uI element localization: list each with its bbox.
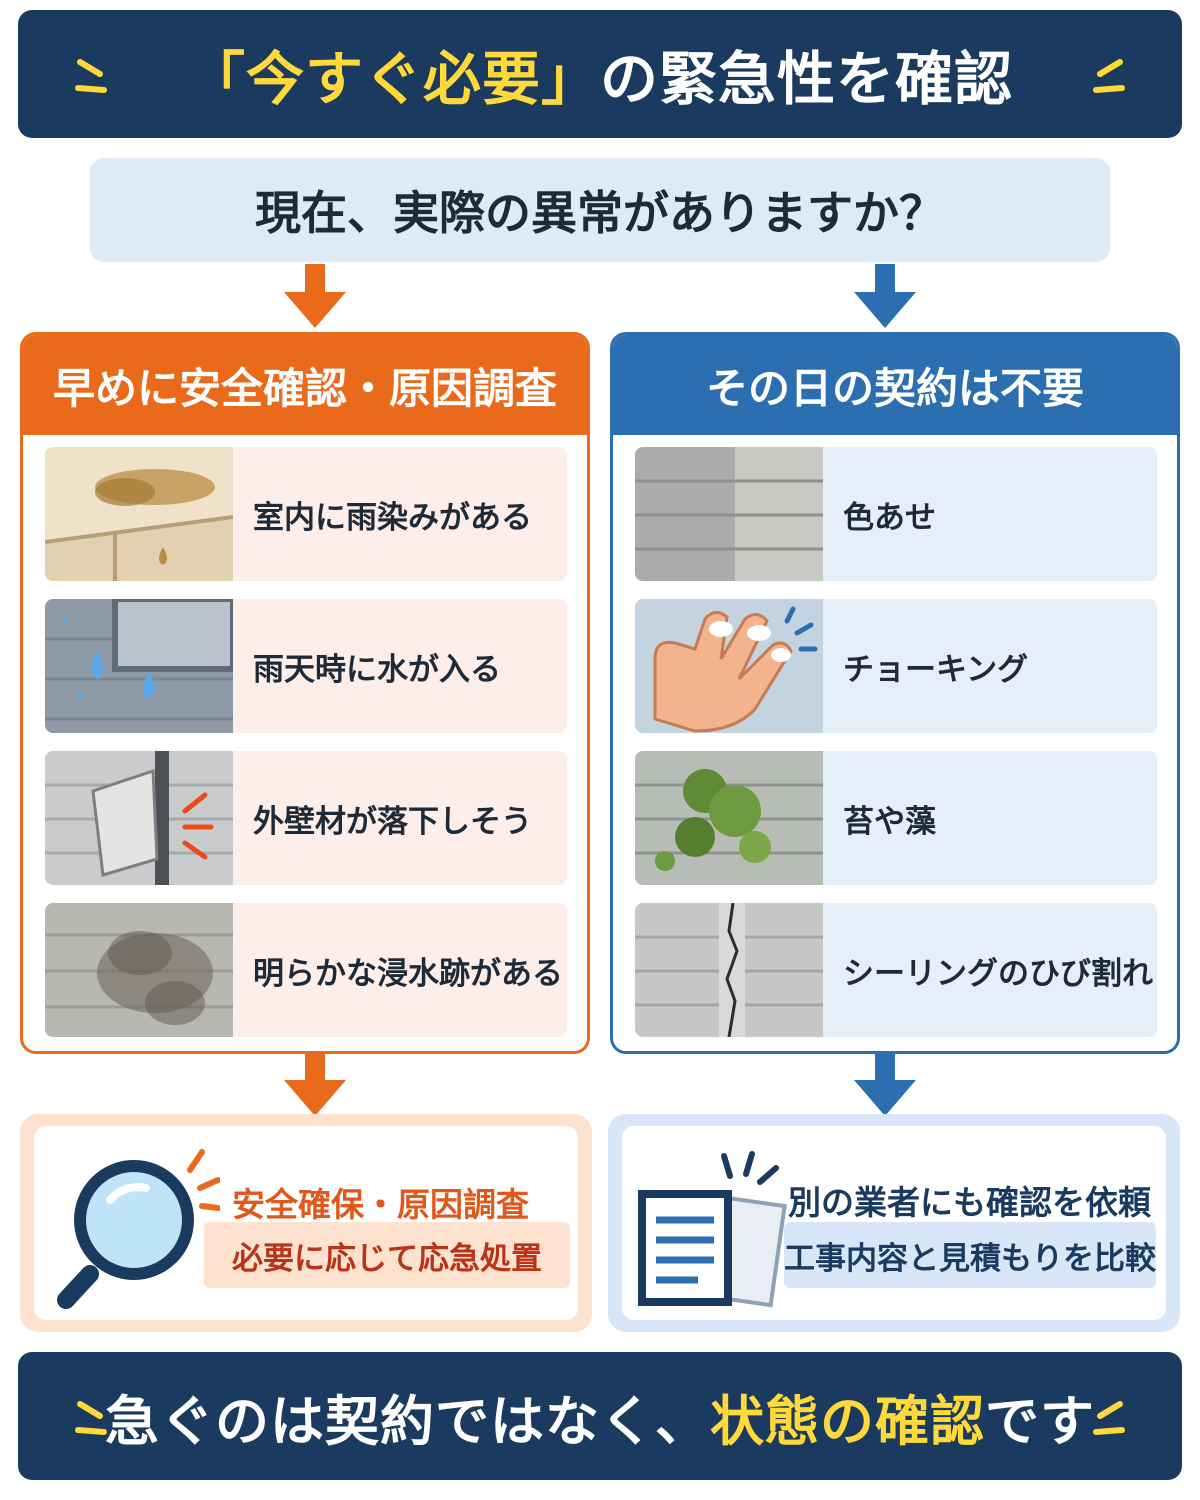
magnifier-icon bbox=[57, 1149, 220, 1309]
right-sparkle-icon bbox=[1093, 59, 1125, 93]
item-label: 室内に雨染みがある bbox=[253, 499, 532, 536]
urgent-result-line1: 安全確保・原因調査 bbox=[232, 1185, 529, 1224]
title-quote: 「今すぐ必要」 bbox=[186, 45, 600, 113]
left-sparkle-icon bbox=[75, 59, 107, 93]
footer-text-before: 急ぐのは契約ではなく、 bbox=[105, 1389, 710, 1453]
water-stain-icon bbox=[45, 903, 233, 1037]
left-sparkle-icon bbox=[75, 1401, 107, 1435]
list-item: 外壁材が落下しそう bbox=[45, 751, 567, 885]
not-urgent-result-box: 別の業者にも確認を依頼 工事内容と見積もりを比較 bbox=[608, 1114, 1180, 1332]
left-down-arrow-icon bbox=[284, 264, 346, 328]
footer-text-after: です bbox=[985, 1389, 1095, 1453]
list-item: 室内に雨染みがある bbox=[45, 447, 567, 581]
footer-highlight: 状態の確認 bbox=[710, 1389, 985, 1453]
list-item: チョーキング bbox=[635, 599, 1157, 733]
not-urgent-result-line2: 工事内容と見積もりを比較 bbox=[784, 1222, 1156, 1288]
not-urgent-result-line1: 別の業者にも確認を依頼 bbox=[788, 1183, 1151, 1222]
not-urgent-column-heading: その日の契約は不要 bbox=[613, 335, 1177, 435]
window-leak-icon bbox=[45, 599, 233, 733]
urgent-result-line2: 必要に応じて応急処置 bbox=[204, 1222, 570, 1288]
item-label: チョーキング bbox=[843, 651, 1029, 688]
list-item: 色あせ bbox=[635, 447, 1157, 581]
urgent-column-heading: 早めに安全確認・原因調査 bbox=[23, 335, 587, 435]
header-banner: 「今すぐ必要」の緊急性を確認 bbox=[18, 10, 1182, 138]
urgent-result-box: 安全確保・原因調査 必要に応じて応急処置 bbox=[20, 1114, 592, 1332]
urgent-column: 早めに安全確認・原因調査 室内に雨染みがある bbox=[20, 332, 590, 1054]
cracked-sealant-icon bbox=[635, 903, 823, 1037]
right-down-arrow-icon bbox=[854, 264, 916, 328]
page-title: 「今すぐ必要」の緊急性を確認 bbox=[187, 32, 1013, 116]
question-box: 現在、実際の異常がありますか？ bbox=[90, 158, 1110, 262]
falling-panel-icon bbox=[45, 751, 233, 885]
footer-message: 急ぐのは契約ではなく、状態の確認です bbox=[105, 1377, 1095, 1456]
item-label: 外壁材が落下しそう bbox=[253, 803, 532, 840]
right-sparkle-icon bbox=[1093, 1401, 1125, 1435]
item-label: シーリングのひび割れ bbox=[843, 955, 1153, 992]
moss-wall-icon bbox=[635, 751, 823, 885]
item-label: 明らかな浸水跡がある bbox=[253, 955, 563, 992]
faded-siding-icon bbox=[635, 447, 823, 581]
item-label: 雨天時に水が入る bbox=[253, 651, 501, 688]
ceiling-stain-icon bbox=[45, 447, 233, 581]
documents-icon bbox=[638, 1151, 787, 1308]
list-item: シーリングのひび割れ bbox=[635, 903, 1157, 1037]
not-urgent-column: その日の契約は不要 色あせ チョーキング bbox=[610, 332, 1180, 1054]
list-item: 明らかな浸水跡がある bbox=[45, 903, 567, 1037]
list-item: 苔や藻 bbox=[635, 751, 1157, 885]
item-label: 苔や藻 bbox=[843, 803, 936, 840]
item-label: 色あせ bbox=[843, 499, 936, 536]
footer-banner: 急ぐのは契約ではなく、状態の確認です bbox=[18, 1352, 1182, 1480]
chalking-hand-icon bbox=[635, 599, 823, 733]
right-down-arrow-icon bbox=[854, 1052, 916, 1116]
list-item: 雨天時に水が入る bbox=[45, 599, 567, 733]
left-down-arrow-icon bbox=[284, 1052, 346, 1116]
title-rest: の緊急性を確認 bbox=[600, 45, 1014, 113]
